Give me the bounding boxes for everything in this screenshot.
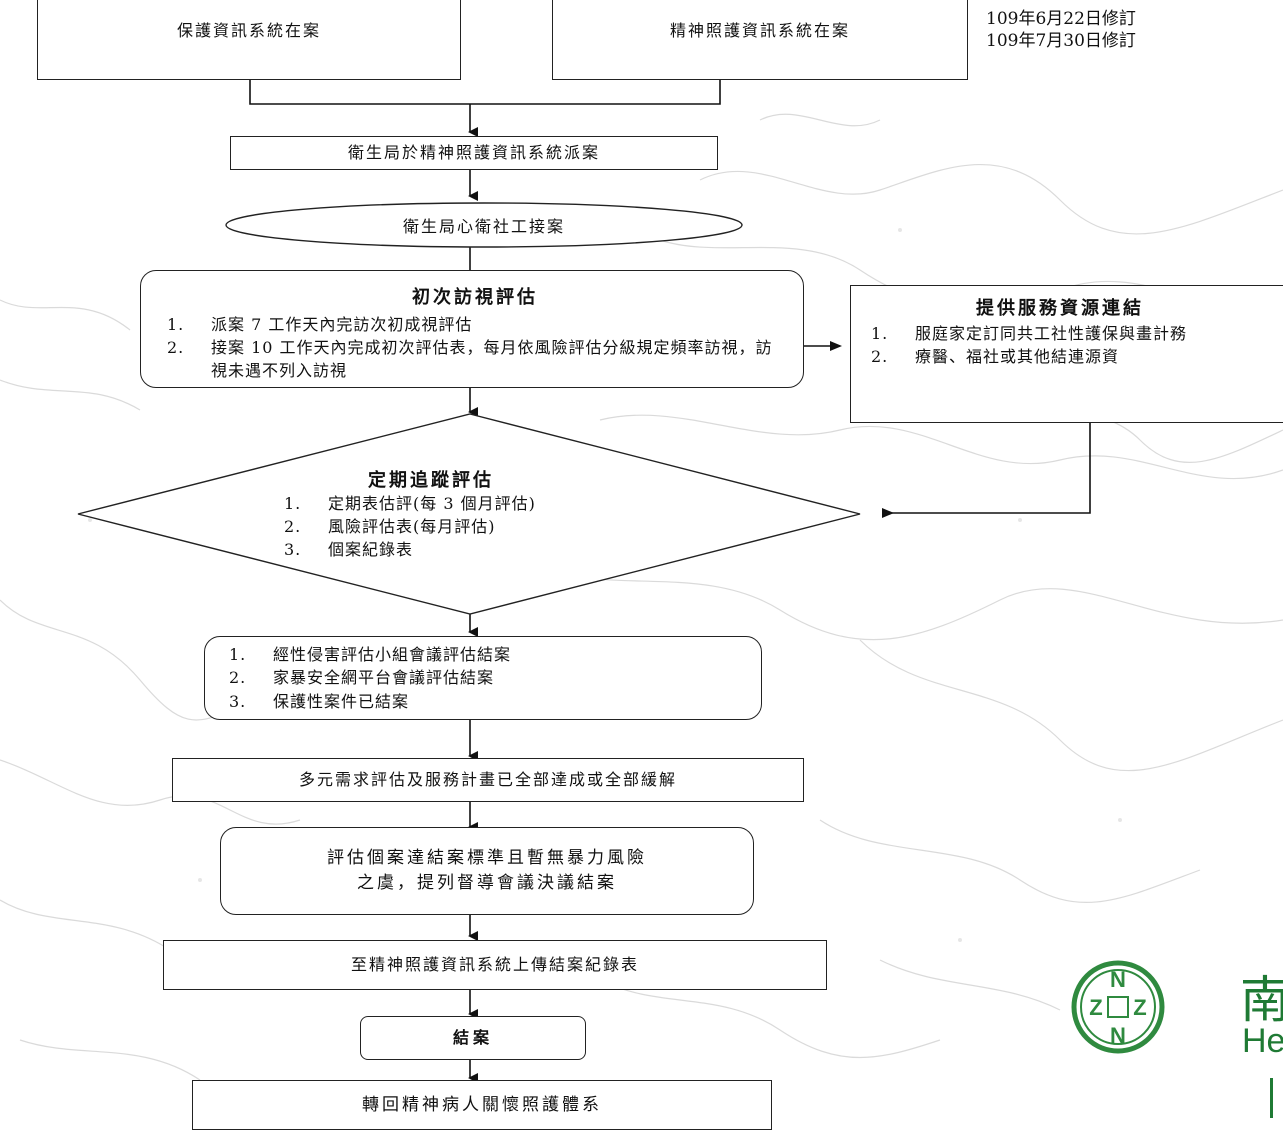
list-item: 1. 經性侵害評估小組會議評估結案 xyxy=(229,643,511,666)
list-text: 派案 7 工作天內完訪次初成視評估 xyxy=(211,315,473,335)
periodic-tracking-list: 1. 定期表估評(每 3 個月評估) 2. 風險評估表(每月評估) 3. 個案紀… xyxy=(276,492,696,562)
initial-visit-box: 初次訪視評估 1. 派案 7 工作天內完訪次初成視評估 2. 接案 10 工作天… xyxy=(140,270,804,388)
list-text: 接案 10 工作天內完成初次評估表，每月依風險評估分級規定頻率訪視，訪視未遇不列… xyxy=(211,338,773,381)
protection-system-label: 保護資訊系統在案 xyxy=(176,21,321,40)
accept-label: 衛生局心衛社工接案 xyxy=(402,217,565,236)
initial-visit-title: 初次訪視評估 xyxy=(412,287,538,308)
return-system-label: 轉回精神病人關懷照護體系 xyxy=(362,1094,602,1115)
list-text: 個案紀錄表 xyxy=(328,540,414,560)
list-item: 3. 個案紀錄表 xyxy=(284,538,696,561)
list-num: 2. xyxy=(229,668,247,688)
list-num: 2. xyxy=(284,517,302,537)
assessment-close-line1: 評估個案達結案標準且暫無暴力風險 xyxy=(327,848,647,869)
assessment-close-box: 評估個案達結案標準且暫無暴力風險 之虞，提列督導會議決議結案 xyxy=(220,827,754,915)
logo-letter-right: Z xyxy=(1133,995,1146,1020)
list-text: 經性侵害評估小組會議評估結案 xyxy=(273,645,512,665)
revision-line: 109年7月30日修訂 xyxy=(986,31,1136,51)
list-item: 1. 派案 7 工作天內完訪次初成視評估 xyxy=(167,313,783,336)
list-text: 療醫、福社或其他結連源資 xyxy=(915,347,1120,367)
list-item: 1. 服庭家定訂同共工社性護保與畫計務 xyxy=(871,322,1249,345)
case-closed-label: 結案 xyxy=(452,1028,493,1048)
list-num: 2. xyxy=(167,338,185,358)
closure-conditions-box: 1. 經性侵害評估小組會議評估結案 2. 家暴安全網平台會議評估結案 3. 保護… xyxy=(204,636,762,720)
return-system-box: 轉回精神病人關懷照護體系 xyxy=(192,1080,772,1130)
resource-link-title: 提供服務資源連結 xyxy=(976,298,1144,319)
accept-label-wrap: 衛生局心衛社工接案 xyxy=(226,203,742,247)
mental-care-system-label: 精神照護資訊系統在案 xyxy=(669,21,850,40)
list-text: 家暴安全網平台會議評估結案 xyxy=(273,668,495,688)
list-num: 3. xyxy=(284,540,302,560)
list-text: 風險評估表(每月評估) xyxy=(328,517,496,537)
hospital-logo-emblem: N Z Z N xyxy=(1071,960,1165,1054)
dispatch-label: 衛生局於精神照護資訊系統派案 xyxy=(347,143,600,163)
resource-link-list: 1. 服庭家定訂同共工社性護保與畫計務 2. 療醫、福社或其他結連源資 xyxy=(871,322,1249,368)
multi-needs-box: 多元需求評估及服務計畫已全部達成或全部緩解 xyxy=(172,758,804,802)
initial-visit-list: 1. 派案 7 工作天內完訪次初成視評估 2. 接案 10 工作天內完成初次評估… xyxy=(167,313,783,383)
list-num: 1. xyxy=(229,645,247,665)
revision-history: 109年6月22日修訂 109年7月30日修訂 xyxy=(986,8,1136,52)
logo-letter-left: Z xyxy=(1089,995,1102,1020)
logo-letter-top: N xyxy=(1110,967,1126,992)
list-num: 1. xyxy=(284,494,302,513)
dispatch-box: 衛生局於精神照護資訊系統派案 xyxy=(230,136,718,170)
upload-record-box: 至精神照護資訊系統上傳結案紀錄表 xyxy=(163,940,827,990)
list-item: 2. 風險評估表(每月評估) xyxy=(284,515,696,538)
list-item: 1. 定期表估評(每 3 個月評估) xyxy=(284,492,696,515)
list-item: 2. 療醫、福社或其他結連源資 xyxy=(871,345,1249,368)
assessment-close-line2: 之虞，提列督導會議決議結案 xyxy=(357,873,617,893)
logo-text-latin: He xyxy=(1242,1022,1283,1060)
list-item: 2. 接案 10 工作天內完成初次評估表，每月依風險評估分級規定頻率訪視，訪視未… xyxy=(167,336,783,382)
resource-link-box: 提供服務資源連結 1. 服庭家定訂同共工社性護保與畫計務 2. 療醫、福社或其他… xyxy=(850,285,1283,423)
logo-text-char: 南 xyxy=(1240,971,1283,1029)
mental-care-system-box: 精神照護資訊系統在案 xyxy=(552,0,968,80)
list-item: 3. 保護性案件已結案 xyxy=(229,690,511,713)
closure-conditions-list: 1. 經性侵害評估小組會議評估結案 2. 家暴安全網平台會議評估結案 3. 保護… xyxy=(229,643,511,713)
case-closed-box: 結案 xyxy=(360,1016,586,1060)
list-item: 2. 家暴安全網平台會議評估結案 xyxy=(229,666,511,689)
periodic-tracking-content: 定期追蹤評估 1. 定期表估評(每 3 個月評估) 2. 風險評估表(每月評估)… xyxy=(276,466,696,562)
logo-bar xyxy=(1270,1078,1273,1118)
logo-letter-bottom: N xyxy=(1110,1023,1126,1048)
list-num: 1. xyxy=(167,315,185,335)
list-num: 2. xyxy=(871,347,889,367)
list-text: 定期表估評(每 3 個月評估) xyxy=(328,494,536,513)
revision-line: 109年6月22日修訂 xyxy=(986,9,1136,29)
list-text: 服庭家定訂同共工社性護保與畫計務 xyxy=(915,324,1188,344)
multi-needs-label: 多元需求評估及服務計畫已全部達成或全部緩解 xyxy=(298,770,677,790)
list-num: 3. xyxy=(229,691,247,711)
list-text: 保護性案件已結案 xyxy=(273,691,410,711)
list-num: 1. xyxy=(871,324,889,344)
merge-line xyxy=(249,80,721,105)
protection-system-box: 保護資訊系統在案 xyxy=(37,0,461,80)
upload-record-label: 至精神照護資訊系統上傳結案紀錄表 xyxy=(350,955,639,975)
periodic-tracking-title: 定期追蹤評估 xyxy=(368,470,494,491)
